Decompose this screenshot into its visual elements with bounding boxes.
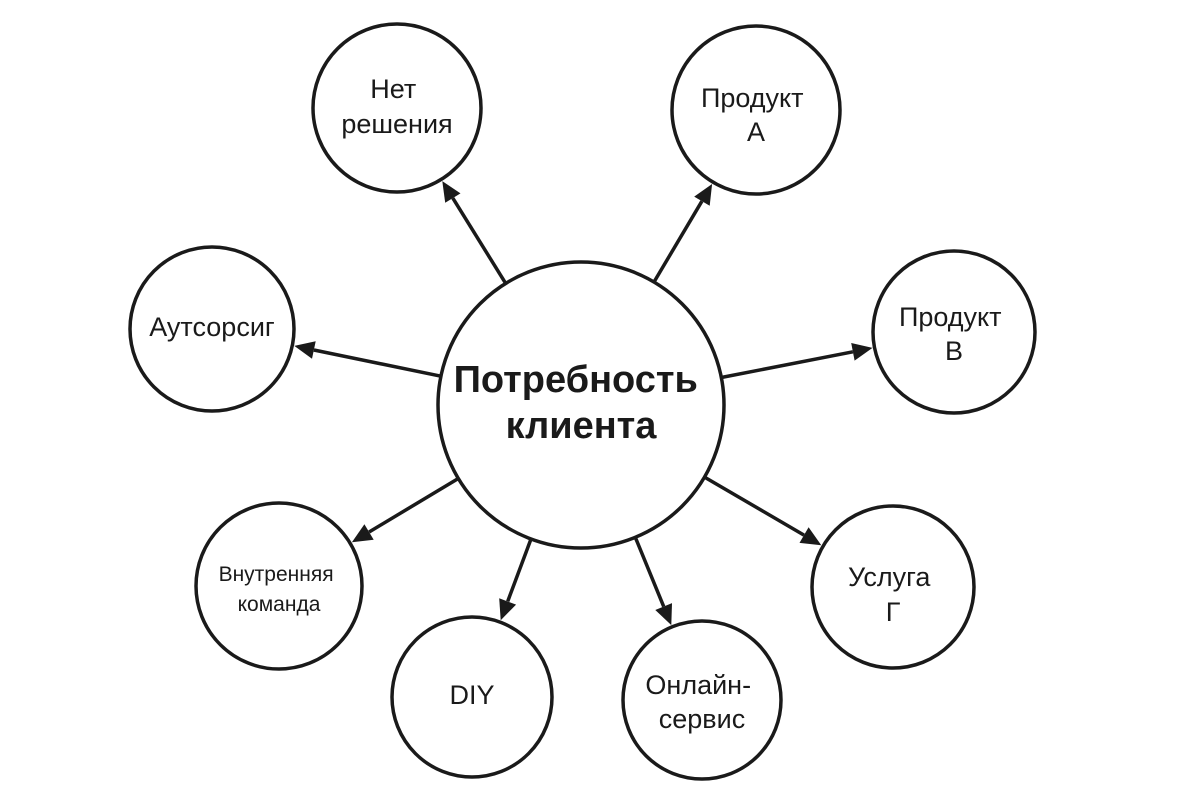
edge-to-service-g <box>703 475 805 537</box>
arrowhead-to-product-b <box>851 343 873 361</box>
center-node-label: Потребность клиента <box>454 359 709 447</box>
node-online-service-line-2: сервис <box>659 704 745 734</box>
edge-to-product-b <box>720 350 854 380</box>
node-internal-team-circle <box>194 501 364 671</box>
node-product-a-circle <box>670 24 842 196</box>
node-service-g: Услуга Г <box>810 504 976 670</box>
node-service-g-circle <box>810 504 976 670</box>
node-internal-team-line-1: Внутренняя <box>219 563 334 586</box>
node-no-solution: Нет решения <box>311 22 483 194</box>
node-internal-team: Внутренняя команда <box>194 501 364 671</box>
node-no-solution-line-1: Нет <box>370 74 416 104</box>
node-internal-team-line-2: команда <box>238 593 321 616</box>
edge-to-no-solution <box>451 197 508 285</box>
node-no-solution-line-2: решения <box>341 109 452 139</box>
arrowheads-layer <box>294 181 873 626</box>
arrowhead-to-service-g <box>799 527 822 546</box>
node-product-a-label: Продукт А <box>701 83 811 147</box>
node-product-b: Продукт В <box>871 249 1037 415</box>
node-product-a-line-2: А <box>747 117 765 147</box>
edge-to-outsourcing <box>313 348 442 378</box>
node-outsourcing-line-1: Аутсорсиг <box>149 312 275 342</box>
node-product-b-line-1: Продукт <box>899 302 1002 332</box>
node-diy-circle <box>390 615 554 779</box>
node-service-g-label: Услуга Г <box>848 562 938 627</box>
arrowhead-to-outsourcing <box>294 341 316 359</box>
node-online-service: Онлайн- сервис <box>621 619 783 781</box>
edge-to-internal-team <box>368 476 460 534</box>
node-online-service-line-1: Онлайн- <box>645 670 751 700</box>
node-product-b-label: Продукт В <box>899 302 1009 366</box>
arrowhead-to-no-solution <box>442 181 461 203</box>
node-product-b-circle <box>871 249 1037 415</box>
node-online-service-circle <box>621 619 783 781</box>
node-no-solution-circle <box>311 22 483 194</box>
nodes-layer: Потребность клиента Нет решения Продукт … <box>128 22 1037 781</box>
node-internal-team-label: Внутренняя команда <box>219 563 340 616</box>
node-service-g-line-1: Услуга <box>848 562 931 592</box>
edge-to-online-service <box>633 536 666 608</box>
node-no-solution-label: Нет решения <box>341 74 452 139</box>
arrowhead-to-online-service <box>655 603 672 626</box>
node-service-g-line-2: Г <box>886 597 901 627</box>
arrowhead-to-diy <box>499 598 517 621</box>
center-node-circle <box>436 260 726 550</box>
node-product-a: Продукт А <box>670 24 842 196</box>
center-node-line-1: Потребность <box>454 359 698 401</box>
edges-layer <box>313 197 854 608</box>
node-diy-line-1: DIY <box>449 680 494 710</box>
node-product-a-line-1: Продукт <box>701 83 804 113</box>
node-diy-label: DIY <box>449 680 494 710</box>
arrowhead-to-internal-team <box>351 524 374 543</box>
edge-to-product-a <box>652 200 704 283</box>
node-outsourcing: Аутсорсиг <box>128 245 296 413</box>
edge-to-diy <box>506 538 533 603</box>
center-node-line-2: клиента <box>506 405 658 447</box>
node-outsourcing-label: Аутсорсиг <box>149 312 275 342</box>
node-diy: DIY <box>390 615 554 779</box>
arrowhead-to-product-a <box>694 184 713 206</box>
node-product-b-line-2: В <box>945 336 963 366</box>
center-node: Потребность клиента <box>436 260 726 550</box>
node-online-service-label: Онлайн- сервис <box>645 670 758 734</box>
node-outsourcing-circle <box>128 245 296 413</box>
